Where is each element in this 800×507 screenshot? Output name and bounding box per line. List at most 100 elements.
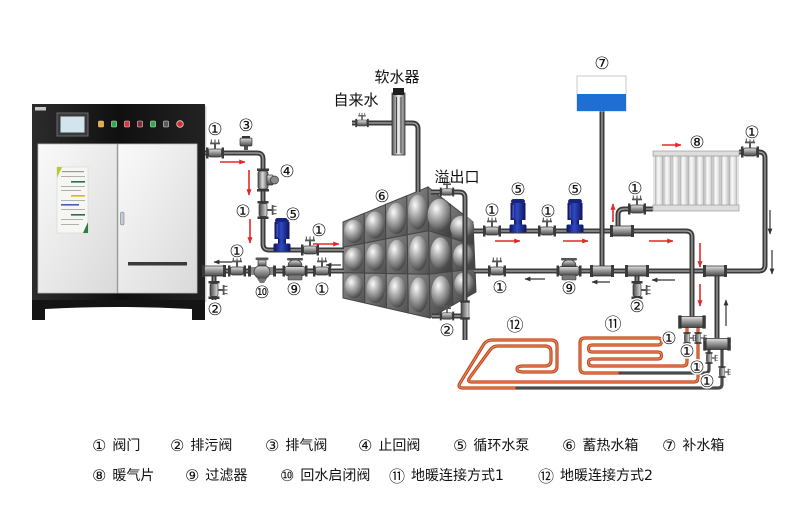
pipe-highlight: [431, 191, 466, 340]
loop-valve: [718, 365, 732, 379]
notice-text-line: [61, 209, 85, 210]
radiator-fin: [679, 155, 688, 207]
callout-drain-valve: ②: [439, 321, 454, 341]
callout-valve: ①: [699, 372, 714, 392]
softener-inner-line: [400, 97, 402, 153]
radiator: [652, 150, 740, 212]
notice-corner-accent: [57, 167, 62, 178]
strainer-filter: [282, 257, 308, 281]
flow-arrows: [213, 142, 775, 326]
boiler-nameplate: [35, 107, 46, 111]
loop-valve: [705, 351, 719, 365]
tank-panel-dome: [427, 198, 452, 232]
radiator-fin: [688, 155, 696, 207]
tank-panel-dome: [388, 276, 407, 308]
strainer-filter: [556, 257, 582, 281]
tank-panel-dome: [386, 203, 406, 234]
air-vent-valve: [239, 135, 253, 151]
callout-floor-heating-1: ⑪: [605, 315, 622, 335]
pipe-highlight: [474, 230, 693, 318]
tank-panel-dome: [366, 243, 385, 271]
radiator-fins: [655, 155, 737, 207]
notice-heading-bar: [71, 214, 85, 216]
emergency-stop-button[interactable]: [176, 120, 184, 128]
callouts: ① ③ ④ ① ⑤ ① ① ⑩ ⑨ ① ② ⑥ ② ⑦ ① ⑤ ① ⑤ ① ⑧ …: [206, 53, 761, 394]
callout-valve: ①: [492, 278, 507, 298]
notice-text-line: [61, 176, 85, 177]
indicator-light: [150, 120, 156, 128]
tap-water-valve: [354, 112, 370, 128]
control-touchscreen[interactable]: [60, 116, 85, 133]
notice-text-line: [61, 200, 85, 201]
tank-panel-dome: [430, 237, 451, 270]
pipe-highlight: [617, 208, 653, 231]
indicator-light: [163, 120, 169, 128]
callout-pump: ⑤: [510, 180, 525, 200]
callout-pump: ⑤: [567, 180, 582, 200]
indicator-light: [124, 120, 130, 128]
notice-heading-bar: [61, 204, 79, 206]
tank-panel-dome: [365, 211, 385, 239]
boiler-edge-highlight: [205, 106, 207, 302]
pipe-union: [624, 264, 650, 278]
floor-heating-pipe-highlight: [579, 328, 688, 374]
floor-heating-pipe-highlight: [458, 328, 699, 389]
heat-storage-tank: [342, 185, 477, 319]
component-labels: 软水器 自来水 溢出口: [333, 68, 479, 186]
notice-text-line: [62, 171, 84, 173]
makeup-tank-water-level: [577, 94, 626, 111]
circulation-pump: [509, 199, 527, 233]
radiator-bottom-header: [652, 204, 740, 212]
makeup-water-tank: [576, 75, 627, 112]
callout-valve: ①: [744, 123, 759, 143]
radiator-fin: [720, 155, 729, 207]
callout-valve: ①: [484, 201, 499, 221]
return-shutoff-valve: [247, 257, 277, 284]
radiator-fin: [696, 155, 704, 207]
softener-label: 软水器: [374, 68, 419, 86]
callout-filter: ⑨: [561, 279, 576, 299]
tap-water-label: 自来水: [333, 91, 378, 109]
pipe-tee: [702, 264, 728, 278]
notice-heading-bar: [71, 195, 85, 197]
callout-drain-valve: ②: [207, 300, 222, 320]
callout-drain-valve: ②: [629, 297, 644, 317]
radiator-fin: [655, 155, 663, 207]
radiator-top-header: [652, 150, 740, 157]
circulation-pump: [566, 199, 584, 233]
tank-panel-dome: [344, 247, 363, 271]
tank-panel-dome: [344, 219, 364, 243]
notice-corner-accent: [83, 222, 88, 233]
pipe-highlight: [352, 122, 419, 192]
notice-text-line: [61, 186, 85, 187]
pipe-tee: [609, 224, 635, 238]
boiler-base: [32, 300, 205, 320]
callout-valve: ①: [314, 280, 329, 300]
callout-valve: ①: [679, 342, 694, 362]
radiator-fin: [729, 155, 737, 207]
gate-valve: [487, 257, 507, 277]
door-notice-sheet: [56, 166, 89, 234]
door-handle[interactable]: [120, 211, 125, 226]
tank-panel-dome: [409, 236, 428, 271]
callout-valve: ①: [689, 358, 704, 378]
callout-return-shutoff-valve: ⑩: [254, 283, 269, 303]
callout-pump: ⑤: [285, 205, 300, 225]
pipe-union: [201, 264, 227, 278]
radiator-fin: [712, 155, 721, 207]
overflow-outlet-label: 溢出口: [434, 168, 479, 186]
indicator-light: [137, 120, 143, 128]
boiler-right-door[interactable]: [117, 143, 198, 294]
callout-valve: ①: [229, 242, 244, 262]
floor-heating-loop-2-return: [515, 348, 724, 390]
tank-panel-dome: [387, 239, 406, 271]
notice-text-line: [61, 224, 79, 225]
tank-panel-dome: [431, 276, 451, 309]
pipe-highlight: [474, 151, 766, 272]
softener-column: [391, 92, 406, 156]
heating-supply-pipe: [474, 228, 695, 318]
callout-radiator: ⑧: [689, 133, 704, 153]
tank-panel-dome: [366, 275, 385, 303]
check-valve: [256, 168, 279, 192]
